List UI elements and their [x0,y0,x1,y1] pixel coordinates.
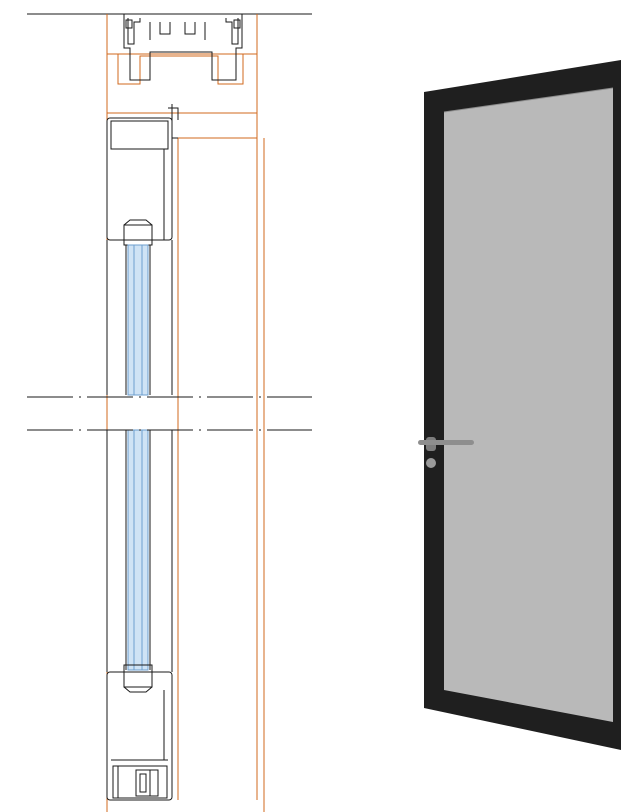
top-rail-profile [106,104,179,246]
door-perspective-render [418,60,621,750]
bottom-rail-profile [106,664,173,801]
leaf-edge-lines [106,240,173,672]
door-glass-edge-highlight [443,87,614,113]
door-glass-panel [444,88,613,722]
break-lines [27,396,312,431]
lever-handle-icon [418,437,474,468]
head-track-profile [123,14,243,81]
glass-pane [127,244,149,671]
vertical-section-drawing [27,13,312,812]
